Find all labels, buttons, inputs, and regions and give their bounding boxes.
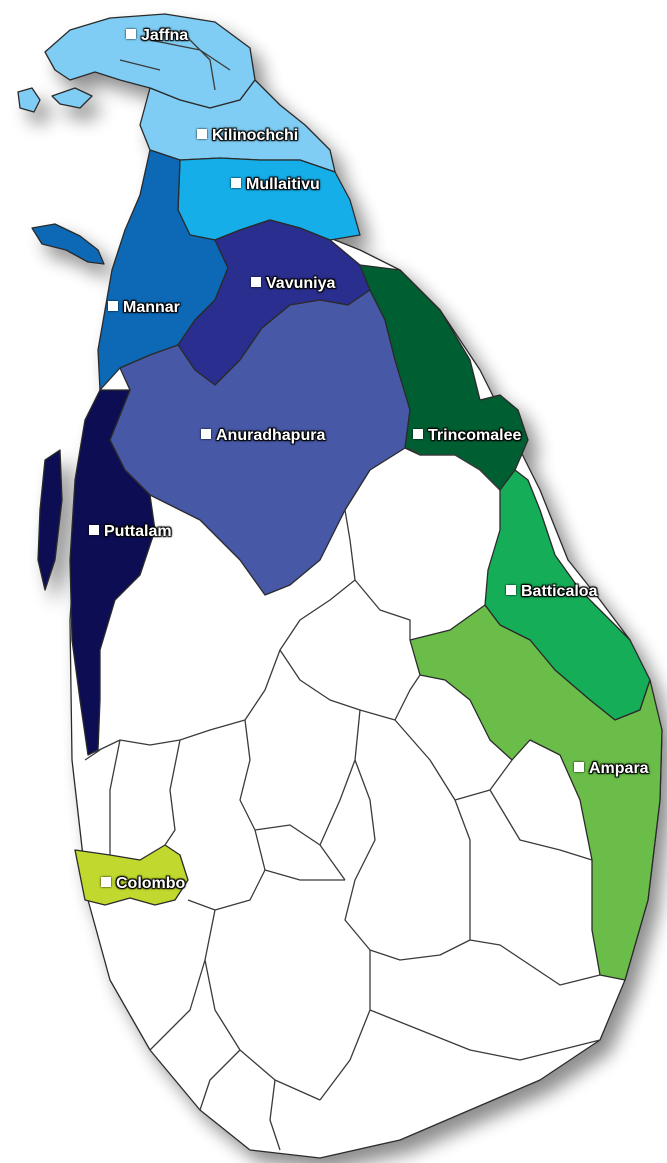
label-text: Anuradhapura xyxy=(216,427,326,444)
label-marker-icon xyxy=(231,178,241,188)
label-marker-icon xyxy=(126,29,136,39)
label-mullaitivu: Mullaitivu xyxy=(231,176,320,194)
label-puttalam: Puttalam xyxy=(89,523,172,541)
label-vavuniya: Vavuniya xyxy=(251,275,335,293)
label-marker-icon xyxy=(574,762,584,772)
island-jaffna-small xyxy=(17,87,41,113)
district-colombo xyxy=(74,844,189,906)
label-trincomalee: Trincomalee xyxy=(413,427,521,445)
label-marker-icon xyxy=(251,277,261,287)
district-puttalam xyxy=(69,389,156,756)
label-text: Colombo xyxy=(116,875,186,892)
district-ampara xyxy=(409,604,663,981)
label-text: Kilinochchi xyxy=(212,127,299,144)
label-text: Trincomalee xyxy=(428,427,522,444)
label-kilinochchi: Kilinochchi xyxy=(197,127,298,145)
label-marker-icon xyxy=(413,429,423,439)
district-borders xyxy=(84,447,601,1151)
label-marker-icon xyxy=(101,877,111,887)
label-mannar: Mannar xyxy=(108,299,180,317)
label-ampara: Ampara xyxy=(574,760,649,778)
label-text: Mullaitivu xyxy=(246,176,320,193)
label-anuradhapura: Anuradhapura xyxy=(201,427,325,445)
label-text: Batticaloa xyxy=(521,583,598,600)
label-batticaloa: Batticaloa xyxy=(506,583,597,601)
label-text: Puttalam xyxy=(104,523,172,540)
label-marker-icon xyxy=(201,429,211,439)
island-mannar xyxy=(31,223,105,265)
jaffna-borders xyxy=(119,29,231,91)
label-text: Mannar xyxy=(123,299,180,316)
label-marker-icon xyxy=(506,585,516,595)
label-colombo: Colombo xyxy=(101,875,185,893)
island-kalpitiya xyxy=(37,449,63,591)
label-marker-icon xyxy=(89,525,99,535)
label-marker-icon xyxy=(108,301,118,311)
island-jaffna-west xyxy=(51,87,93,109)
label-marker-icon xyxy=(197,129,207,139)
label-text: Vavuniya xyxy=(266,275,336,292)
label-text: Ampara xyxy=(589,760,649,777)
label-text: Jaffna xyxy=(141,27,189,44)
label-jaffna: Jaffna xyxy=(126,27,188,45)
